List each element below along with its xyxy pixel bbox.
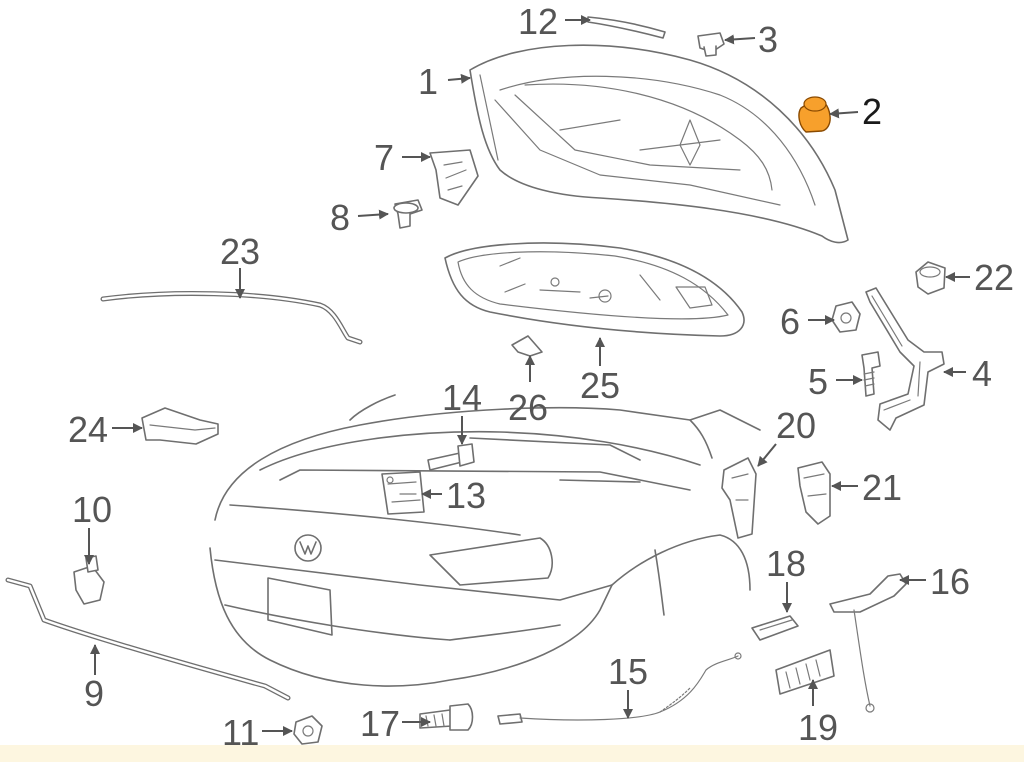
secondary-cable[interactable]	[829, 573, 907, 713]
callout-23: 23	[220, 231, 260, 272]
bracket-part-26[interactable]	[511, 335, 543, 357]
callout-8: 8	[330, 197, 350, 238]
nut-part-6[interactable]	[831, 301, 861, 333]
prop-rod-holder[interactable]	[141, 407, 219, 445]
seal-strip[interactable]	[587, 16, 666, 39]
grommet-part-22[interactable]	[915, 261, 946, 295]
callout-25: 25	[580, 365, 620, 406]
bolt-part-14[interactable]	[427, 443, 475, 471]
callout-9: 9	[84, 673, 104, 714]
callout-26: 26	[508, 387, 548, 428]
callout-11: 11	[222, 712, 259, 753]
callout-16: 16	[930, 561, 970, 602]
safety-catch[interactable]	[73, 555, 105, 605]
footer-band	[0, 745, 1024, 762]
callout-19: 19	[798, 707, 838, 748]
callout-7: 7	[374, 137, 394, 178]
clip-part-18[interactable]	[751, 615, 799, 641]
hood-panel[interactable]	[469, 44, 849, 244]
callout-3: 3	[758, 19, 778, 60]
release-handle[interactable]	[419, 703, 474, 731]
clip-part-3[interactable]	[697, 32, 725, 57]
callout-4: 4	[972, 353, 992, 394]
callout-12: 12	[518, 1, 558, 42]
callout-24: 24	[68, 409, 108, 450]
callout-14: 14	[442, 377, 482, 418]
callout-20: 20	[776, 405, 816, 446]
hood-hinge[interactable]	[865, 287, 945, 431]
callout-13: 13	[446, 475, 486, 516]
bracket-part-20[interactable]	[721, 457, 757, 539]
bumper-stop[interactable]	[798, 96, 831, 133]
callout-21: 21	[862, 467, 902, 508]
hood-latch[interactable]	[381, 471, 425, 515]
bracket-part-19[interactable]	[775, 649, 835, 695]
callout-18: 18	[766, 543, 806, 584]
prop-rod[interactable]	[100, 290, 363, 345]
callout-10: 10	[72, 489, 112, 530]
release-cable[interactable]	[497, 652, 742, 725]
bracket-part-21[interactable]	[797, 461, 831, 525]
nut-part-11[interactable]	[293, 715, 323, 745]
release-rod[interactable]	[5, 577, 291, 701]
callout-5: 5	[808, 361, 828, 402]
callout-17: 17	[360, 703, 400, 744]
bolt-part-5[interactable]	[861, 351, 881, 397]
callout-6: 6	[780, 301, 800, 342]
leader-lines	[84, 15, 970, 736]
callout-22: 22	[974, 257, 1014, 298]
vehicle-front	[209, 394, 761, 687]
callout-labels: 1 2 3 4 5 6 7 8 9 10 11 12 13 14 15 16 1…	[68, 1, 1014, 753]
bolt-part-8[interactable]	[393, 199, 423, 229]
callout-1: 1	[418, 61, 438, 102]
callout-2: 2	[862, 91, 882, 132]
callout-15: 15	[608, 651, 648, 692]
bracket-part-7[interactable]	[429, 149, 479, 206]
hood-insulator[interactable]	[444, 242, 745, 337]
